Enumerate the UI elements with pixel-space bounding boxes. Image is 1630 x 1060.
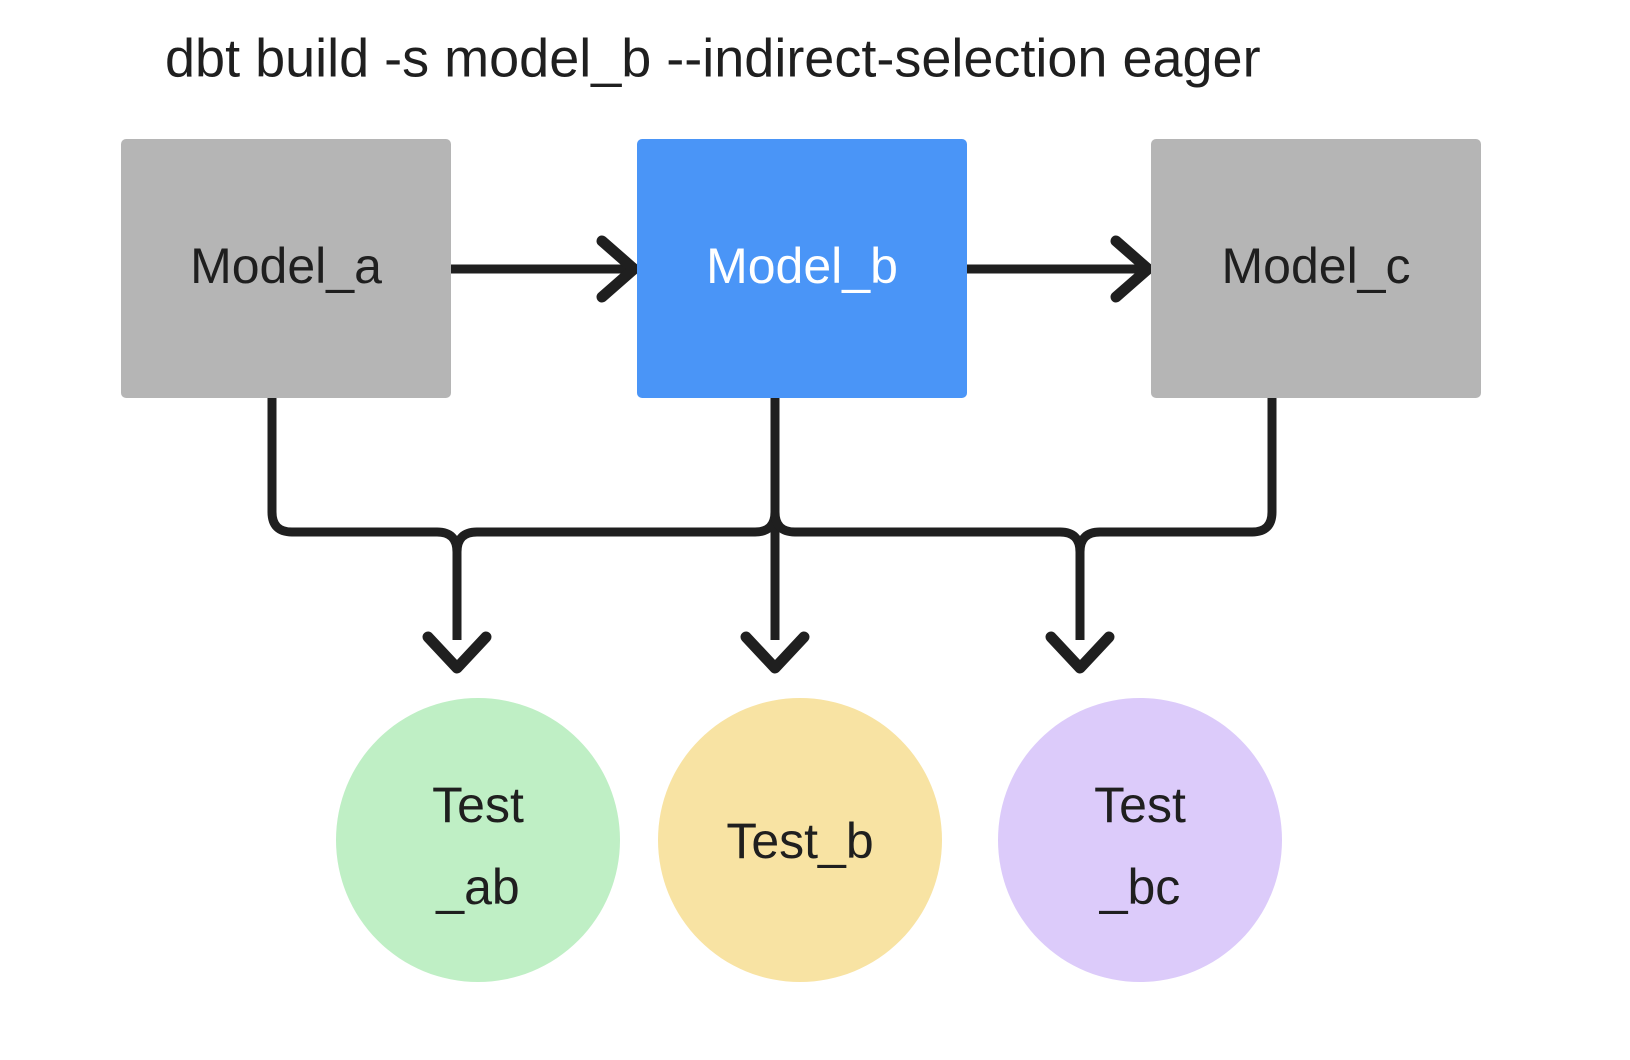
- edge-model-a-to-test-ab: [267, 398, 462, 640]
- node-model-b[interactable]: Model_b: [637, 139, 967, 398]
- node-model-a[interactable]: Model_a: [121, 139, 451, 398]
- edge-model-c-to-test-bc: [1075, 398, 1277, 640]
- arrowhead-test-b: [740, 631, 810, 674]
- node-model-c[interactable]: Model_c: [1151, 139, 1481, 398]
- arrowhead-model-b: [596, 235, 640, 303]
- model-b-box[interactable]: [637, 139, 967, 398]
- edge-group-model-to-model: [451, 235, 1154, 303]
- test-ab-circle[interactable]: [336, 698, 620, 982]
- test-bc-label-line-2: _bc: [1099, 859, 1181, 915]
- arrowhead-model-c: [1110, 235, 1154, 303]
- model-a-label: Model_a: [190, 238, 382, 294]
- arrowhead-test-bc: [1045, 631, 1115, 674]
- edge-model-b-to-test-bc: [770, 398, 1085, 640]
- edge-model-b-to-test-ab: [452, 398, 780, 640]
- edge-group-model-to-test: [267, 398, 1277, 674]
- page-title: dbt build -s model_b --indirect-selectio…: [165, 28, 1261, 88]
- arrowhead-test-ab: [422, 631, 492, 674]
- node-test-b[interactable]: Test_b: [658, 698, 942, 982]
- test-bc-label-line-1: Test: [1094, 777, 1186, 833]
- node-test-ab[interactable]: Test _ab: [336, 698, 620, 982]
- test-ab-label-line-2: _ab: [435, 859, 519, 915]
- model-c-box[interactable]: [1151, 139, 1481, 398]
- test-b-circle[interactable]: [658, 698, 942, 982]
- test-ab-label-line-1: Test: [432, 777, 524, 833]
- node-test-bc[interactable]: Test _bc: [998, 698, 1282, 982]
- model-c-label: Model_c: [1222, 238, 1411, 294]
- model-b-label: Model_b: [706, 238, 898, 294]
- test-bc-circle[interactable]: [998, 698, 1282, 982]
- model-a-box[interactable]: [121, 139, 451, 398]
- test-b-label-line-1: Test_b: [726, 813, 873, 869]
